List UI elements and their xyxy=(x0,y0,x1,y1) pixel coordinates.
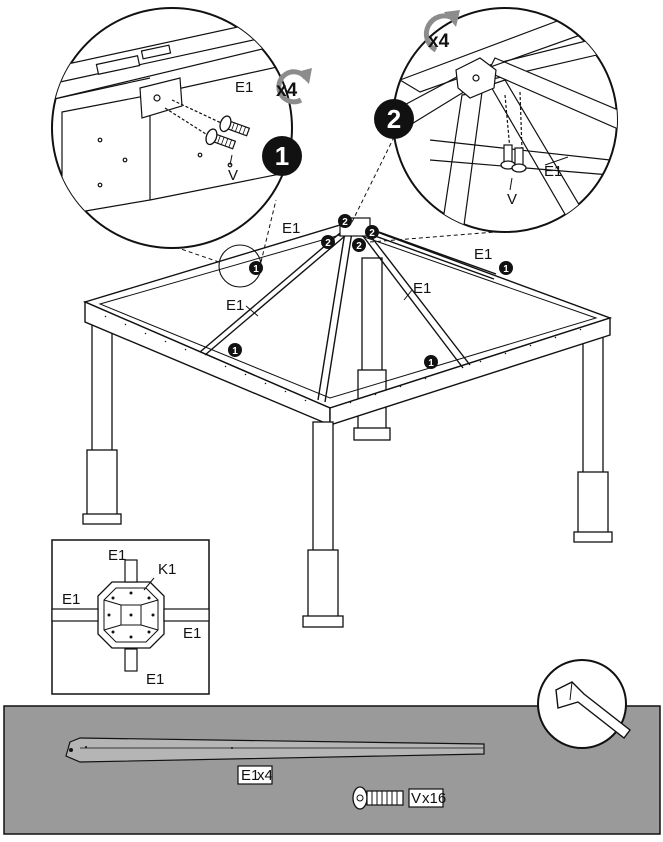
step-badge-icon: 1 xyxy=(424,355,438,369)
rotate-arrow-icon xyxy=(276,68,312,105)
parts-bolt-label: V xyxy=(411,790,421,807)
detail-2-rail-label: E1 xyxy=(544,163,562,180)
inset-rail-bottom: E1 xyxy=(146,671,164,688)
step-badge-icon: 2 xyxy=(374,99,414,139)
step-badge-icon: 2 xyxy=(365,225,379,239)
badge-step1-a: 1 xyxy=(253,264,259,275)
rail-label-top-left: E1 xyxy=(282,220,300,237)
parts-bolt-qty: x16 xyxy=(422,790,446,807)
rail-label-left: E1 xyxy=(226,297,244,314)
hub-inset: E1 K1 E1 E1 E1 xyxy=(51,539,210,695)
rotate-arrow-icon xyxy=(423,10,460,53)
rail-part-drawing xyxy=(65,737,485,763)
detail-1-rotate-count: x4 xyxy=(276,80,298,101)
leg-back-left xyxy=(82,321,122,525)
badge-step2-d: 2 xyxy=(356,241,362,252)
step-badge-icon: 2 xyxy=(321,235,335,249)
inset-hub-label: K1 xyxy=(158,561,176,578)
rail-label-top-right: E1 xyxy=(474,246,492,263)
step-badge-icon: 1 xyxy=(228,343,242,357)
badge-step1-d: 1 xyxy=(428,358,434,369)
hex-wrench-icon xyxy=(537,659,631,749)
badge-step1-b: 1 xyxy=(503,264,509,275)
parts-rail-label: E1 xyxy=(241,767,259,784)
roof-rafters xyxy=(199,225,497,403)
bolt-icon xyxy=(500,144,527,173)
badge-step2-b: 2 xyxy=(325,238,331,249)
inset-rail-left: E1 xyxy=(62,591,80,608)
bolt-icon xyxy=(205,115,251,150)
detail-1-bolt-label: V xyxy=(228,167,238,184)
step-badge-icon: 2 xyxy=(352,238,366,252)
step-badge-icon: 1 xyxy=(249,261,263,275)
main-labels: E1 E1 E1 E1 xyxy=(226,220,492,317)
step-badge-icon: 1 xyxy=(499,261,513,275)
detail-2-rotate-count: x4 xyxy=(428,31,450,52)
badge-step1-c: 1 xyxy=(232,346,238,357)
inset-rail-top: E1 xyxy=(108,547,126,564)
badge-step2-a: 2 xyxy=(342,217,348,228)
rail-label-right: E1 xyxy=(413,280,431,297)
detail-1: V E1 x4 1 xyxy=(51,7,312,249)
detail-1-rail-label: E1 xyxy=(235,79,253,96)
main-step-badges: 1 1 1 1 2 2 2 2 xyxy=(228,214,513,369)
parts-rail-qty: x4 xyxy=(257,767,273,784)
detail-2-step-number: 2 xyxy=(387,104,401,134)
step-badge-icon: 2 xyxy=(338,214,352,228)
badge-step2-c: 2 xyxy=(369,228,375,239)
gazebo-frame xyxy=(82,217,613,628)
inset-rail-right: E1 xyxy=(183,625,201,642)
detail-1-step-number: 1 xyxy=(275,141,289,171)
detail-2: V E1 x4 2 xyxy=(374,7,618,233)
leg-front-center xyxy=(302,421,344,628)
parts-panel: E1 x4 V x16 xyxy=(3,659,661,835)
bolt-icon xyxy=(352,786,404,810)
detail-2-bolt-label: V xyxy=(507,191,517,208)
step-badge-icon: 1 xyxy=(262,136,302,176)
leg-back-right xyxy=(573,329,613,543)
